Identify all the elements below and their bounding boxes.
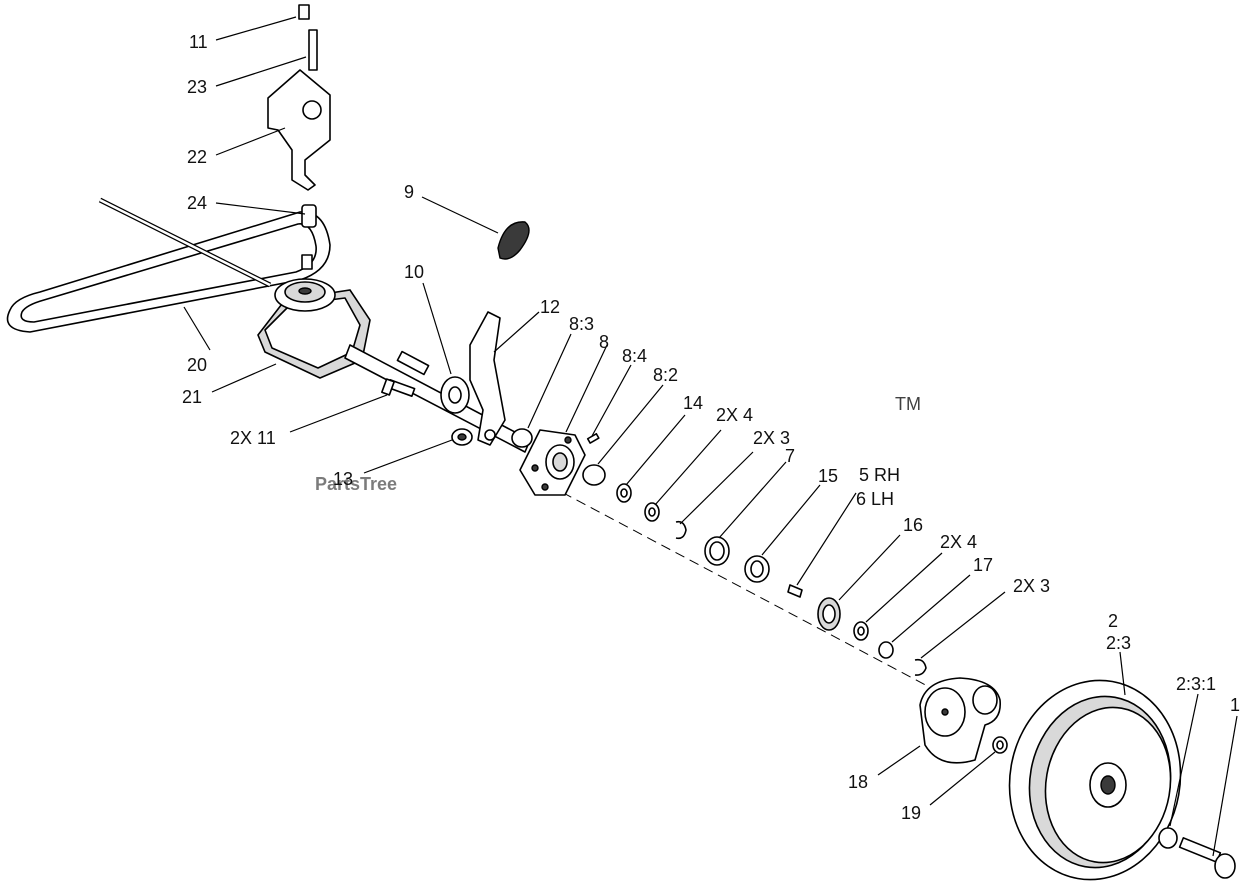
callout-8-2: 8:2 [653, 365, 678, 385]
bolt-11-top [298, 4, 318, 71]
clip-3-b [914, 658, 927, 676]
callout-2x-4-b: 2X 4 [940, 532, 977, 552]
callout-2-3-1: 2:3:1 [1176, 674, 1216, 694]
callout-10: 10 [404, 262, 424, 282]
spacer-24 [301, 204, 317, 270]
bolt-11-side [381, 378, 416, 398]
callout-7: 7 [785, 446, 795, 466]
callout-2: 2 [1108, 611, 1118, 631]
callout-2-3: 2:3 [1106, 633, 1131, 653]
callout-14: 14 [683, 393, 703, 413]
callout-2x-4-a: 2X 4 [716, 405, 753, 425]
callout-15: 15 [818, 466, 838, 486]
bushing-8-2 [582, 464, 606, 486]
callout-12: 12 [540, 297, 560, 317]
ring-7 [704, 536, 730, 566]
bushing-17 [878, 641, 894, 659]
bushing-2-3-1 [1158, 827, 1178, 849]
washer-14 [616, 483, 632, 503]
callout-11: 11 [189, 32, 208, 52]
leader-lines [183, 16, 1238, 857]
callout-5-rh: 5 RH [859, 465, 900, 485]
key-5-6 [787, 584, 803, 598]
callout-2x-11: 2X 11 [230, 428, 276, 448]
washer-4-a [644, 502, 660, 522]
transmission [257, 278, 371, 379]
clip-3-a [675, 520, 687, 540]
callout-8: 8 [599, 332, 609, 352]
callout-21: 21 [182, 387, 202, 407]
callout-1: 1 [1230, 695, 1240, 715]
watermark-trademark: TM [895, 394, 921, 414]
callout-13: 13 [333, 469, 353, 489]
callout-24: 24 [187, 193, 207, 213]
callout-18: 18 [848, 772, 868, 792]
callout-8-3: 8:3 [569, 314, 594, 334]
pedal-9 [497, 221, 530, 260]
bushing-8-3 [511, 428, 533, 448]
callout-9: 9 [404, 182, 414, 202]
drive-belt [6, 211, 331, 333]
callout-labels: 11 23 22 24 9 10 12 8:3 8 8:4 8:2 20 21 … [182, 32, 1240, 823]
callout-17: 17 [973, 555, 993, 575]
pin-8-4 [586, 432, 600, 444]
control-cable [98, 197, 272, 288]
cable-bracket [267, 69, 331, 191]
washer-10 [440, 376, 470, 414]
ring-15 [744, 555, 770, 583]
wheel-2 [1008, 679, 1182, 881]
callout-19: 19 [901, 803, 921, 823]
callout-2x-3-b: 2X 3 [1013, 576, 1050, 596]
pinion-gear-16 [817, 597, 841, 631]
callout-2x-3-a: 2X 3 [753, 428, 790, 448]
callout-8-4: 8:4 [622, 346, 647, 366]
callout-6-lh: 6 LH [856, 489, 894, 509]
bearing-housing [519, 429, 586, 496]
nut-13 [451, 428, 473, 446]
callout-22: 22 [187, 147, 207, 167]
callout-23: 23 [187, 77, 207, 97]
bolt-1 [1178, 837, 1236, 879]
washer-4-b [853, 621, 869, 641]
callout-20: 20 [187, 355, 207, 375]
washer-19 [992, 736, 1008, 754]
wheel-cover-18 [919, 677, 1002, 764]
shift-lever [469, 311, 506, 446]
axle-centerline [519, 469, 936, 691]
callout-16: 16 [903, 515, 923, 535]
watermark-text: PartsTree [315, 474, 397, 494]
axle-shaft [344, 344, 531, 453]
